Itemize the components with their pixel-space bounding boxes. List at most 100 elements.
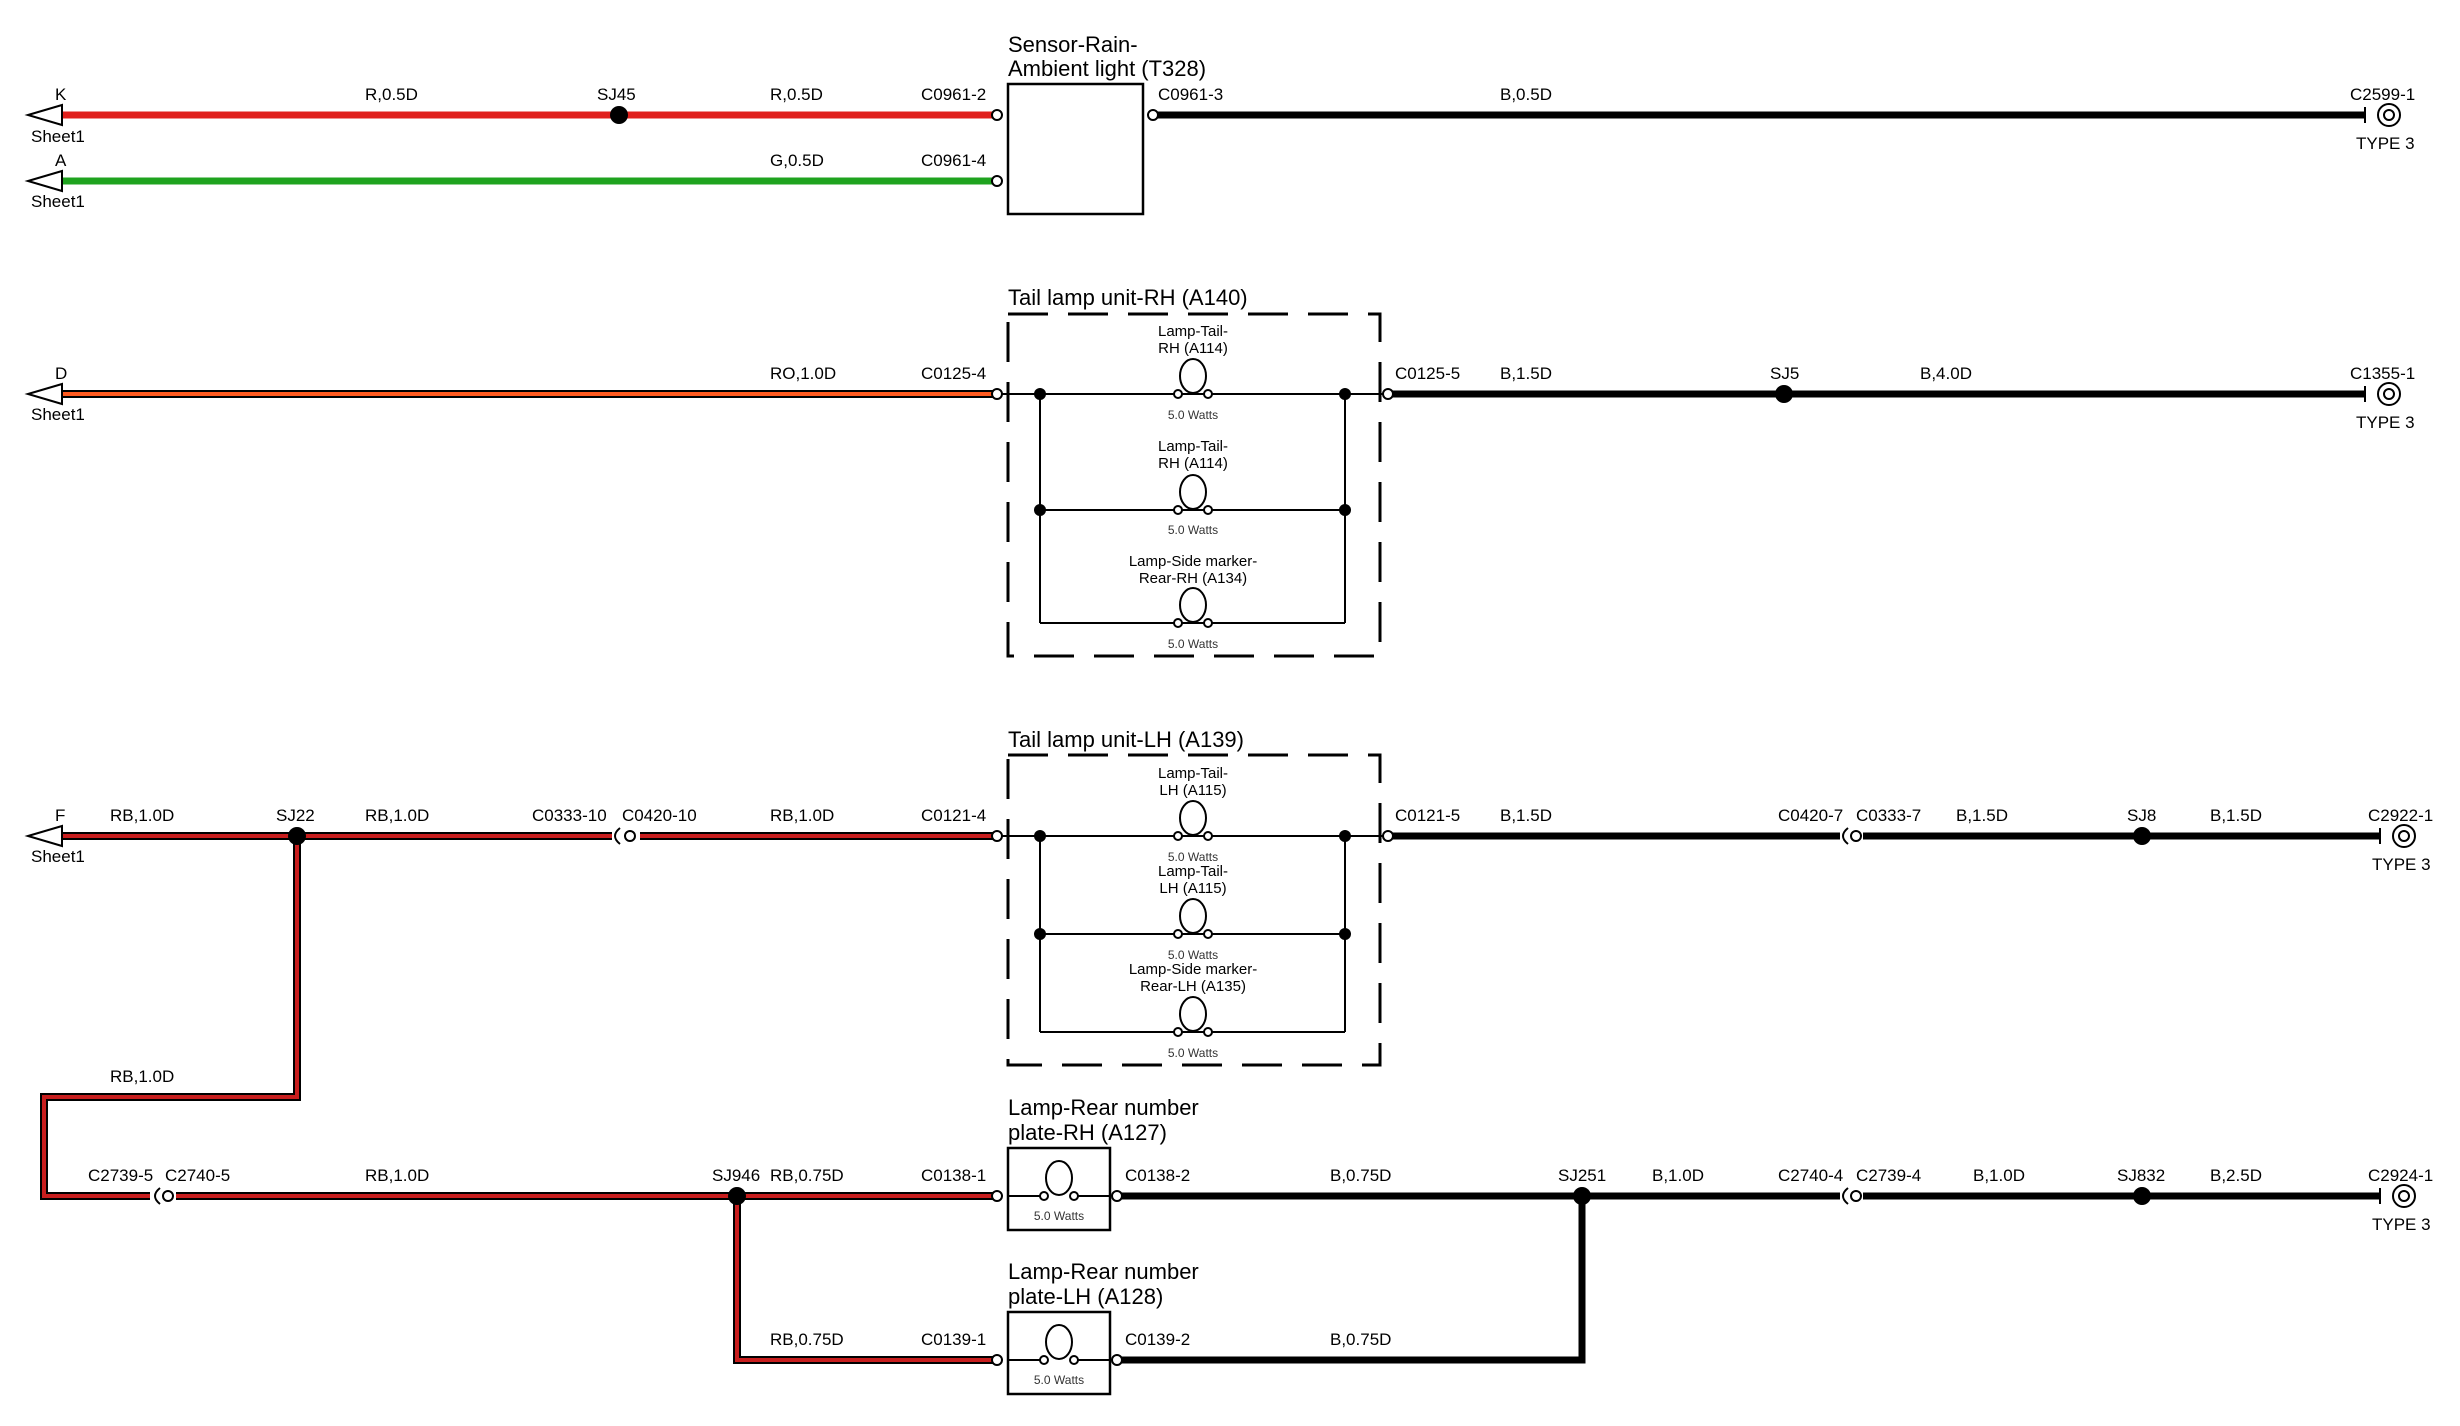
offsheet-d-sheet: Sheet1 [31, 405, 85, 424]
sensor-circuit: K Sheet1 A Sheet1 Sensor-Rain- Ambient l… [24, 32, 2415, 216]
label-wire-rh-out-1: B,1.5D [1500, 364, 1552, 383]
label-conn-c2739-4: C2739-4 [1856, 1166, 1921, 1185]
sensor-box[interactable] [1006, 82, 1145, 216]
lamp3-rh-watts: 5.0 Watts [1168, 637, 1218, 651]
label-ground-c1355: C1355-1 [2350, 364, 2415, 383]
label-wire-plate-rh-out-2: B,1.0D [1652, 1166, 1704, 1185]
ground-terminal-icon[interactable] [2364, 103, 2401, 127]
label-pin-c0121-5: C0121-5 [1395, 806, 1460, 825]
inline-connector-icon[interactable] [614, 827, 636, 845]
label-conn-c0420-7: C0420-7 [1778, 806, 1843, 825]
label-wire-f-1: RB,1.0D [110, 806, 174, 825]
pin-c0139-1[interactable] [991, 1354, 1003, 1366]
lamp-icon[interactable] [1173, 474, 1213, 515]
label-pin-c0121-4: C0121-4 [921, 806, 986, 825]
lamp2-rh-watts: 5.0 Watts [1168, 523, 1218, 537]
wire-rb-drop[interactable] [40, 836, 301, 1200]
label-wire-plate-2: RB,0.75D [770, 1166, 844, 1185]
label-splice-sj251: SJ251 [1558, 1166, 1606, 1185]
tail-lamp-lh-unit[interactable] [1006, 753, 1382, 1067]
pin-c0138-2[interactable] [1111, 1190, 1123, 1202]
plate-rh-circuit: 5.0 Watts Lamp-Rear number plate-RH (A12… [88, 1067, 2433, 1396]
plate-lh-title-2: plate-LH (A128) [1008, 1284, 1163, 1309]
splice-sj946[interactable] [728, 1187, 746, 1205]
offsheet-a-sheet: Sheet1 [31, 192, 85, 211]
offsheet-a-letter: A [55, 151, 67, 170]
inline-connector-icon[interactable] [154, 1187, 174, 1205]
label-wire-plate-1: RB,1.0D [365, 1166, 429, 1185]
tail-lamp-rh-unit[interactable] [1006, 312, 1382, 658]
splice-sj5[interactable] [1775, 385, 1793, 403]
label-ground-c2922: C2922-1 [2368, 806, 2433, 825]
label-pin-c0139-1: C0139-1 [921, 1330, 986, 1349]
label-splice-sj45: SJ45 [597, 85, 636, 104]
pin-c0139-2[interactable] [1111, 1354, 1123, 1366]
label-wire-plate-rh-out-4: B,2.5D [2210, 1166, 2262, 1185]
label-pin-c0125-4: C0125-4 [921, 364, 986, 383]
lamp-icon[interactable] [1008, 1160, 1110, 1201]
pin-c0961-2[interactable] [991, 109, 1003, 121]
lamp-icon[interactable] [1173, 800, 1213, 841]
label-wire-a: G,0.5D [770, 151, 824, 170]
tail-lamp-rh-title: Tail lamp unit-RH (A140) [1008, 285, 1248, 310]
ground-terminal-icon[interactable] [2379, 824, 2416, 848]
ground-terminal-icon[interactable] [2364, 382, 2401, 406]
label-pin-c0961-3: C0961-3 [1158, 85, 1223, 104]
lamp-icon[interactable] [1173, 587, 1213, 628]
label-wire-plate-lh-in: RB,0.75D [770, 1330, 844, 1349]
pin-c0138-1[interactable] [991, 1190, 1003, 1202]
lamp-icon[interactable] [1173, 898, 1213, 939]
label-wire-plate-lh-out: B,0.75D [1330, 1330, 1391, 1349]
splice-sj832[interactable] [2133, 1187, 2151, 1205]
plate-rh-title-2: plate-RH (A127) [1008, 1120, 1167, 1145]
pin-c0121-4[interactable] [991, 830, 1003, 842]
inline-connector-icon[interactable] [1842, 1187, 1862, 1205]
label-pin-c0139-2: C0139-2 [1125, 1330, 1190, 1349]
label-wire-d: RO,1.0D [770, 364, 836, 383]
pin-c0125-5[interactable] [1382, 388, 1394, 400]
offsheet-arrow-f[interactable] [24, 824, 63, 848]
label-wire-lh-out-3: B,1.5D [2210, 806, 2262, 825]
lamp-icon[interactable] [1173, 358, 1213, 399]
pin-c0125-4[interactable] [991, 388, 1003, 400]
splice-sj45[interactable] [610, 106, 628, 124]
lamp2-lh-label-1: Lamp-Tail- [1158, 863, 1228, 880]
lamp1-lh-label-2: LH (A115) [1159, 782, 1226, 799]
lamp2-lh-label-2: LH (A115) [1159, 880, 1226, 897]
offsheet-arrow-d[interactable] [24, 382, 63, 406]
label-ground-c1355-type: TYPE 3 [2356, 413, 2415, 432]
splice-sj8[interactable] [2133, 827, 2151, 845]
pin-c0121-5[interactable] [1382, 830, 1394, 842]
lamp3-lh-watts: 5.0 Watts [1168, 1046, 1218, 1060]
inline-connector-icon[interactable] [1842, 827, 1862, 845]
lamp2-rh-label-1: Lamp-Tail- [1158, 438, 1228, 455]
tail-lamp-lh-title: Tail lamp unit-LH (A139) [1008, 727, 1244, 752]
label-conn-c2739-5: C2739-5 [88, 1166, 153, 1185]
offsheet-arrow-a[interactable] [24, 169, 63, 193]
lamp-icon[interactable] [1008, 1324, 1110, 1365]
label-splice-sj946: SJ946 [712, 1166, 760, 1185]
offsheet-arrow-k[interactable] [24, 103, 63, 127]
label-wire-sensor-out: B,0.5D [1500, 85, 1552, 104]
pin-c0961-4[interactable] [991, 175, 1003, 187]
plate-lh-title-1: Lamp-Rear number [1008, 1259, 1199, 1284]
label-ground-c2924-type: TYPE 3 [2372, 1215, 2431, 1234]
ground-terminal-icon[interactable] [2379, 1184, 2416, 1208]
plate-lh-watts: 5.0 Watts [1034, 1373, 1084, 1387]
label-wire-k-1: R,0.5D [365, 85, 418, 104]
lamp1-rh-label-1: Lamp-Tail- [1158, 323, 1228, 340]
sensor-title-1: Sensor-Rain- [1008, 32, 1138, 57]
label-ground-c2922-type: TYPE 3 [2372, 855, 2431, 874]
lamp-icon[interactable] [1173, 996, 1213, 1037]
label-wire-plate-rh-out-1: B,0.75D [1330, 1166, 1391, 1185]
offsheet-d-letter: D [55, 364, 67, 383]
label-pin-c0138-2: C0138-2 [1125, 1166, 1190, 1185]
splice-sj22[interactable] [288, 827, 306, 845]
pin-c0961-3[interactable] [1147, 109, 1159, 121]
label-ground-c2599-type: TYPE 3 [2356, 134, 2415, 153]
offsheet-f-sheet: Sheet1 [31, 847, 85, 866]
label-wire-lh-out-2: B,1.5D [1956, 806, 2008, 825]
lamp2-lh-watts: 5.0 Watts [1168, 948, 1218, 962]
wire-plate-lh-out[interactable] [1117, 1196, 1586, 1364]
